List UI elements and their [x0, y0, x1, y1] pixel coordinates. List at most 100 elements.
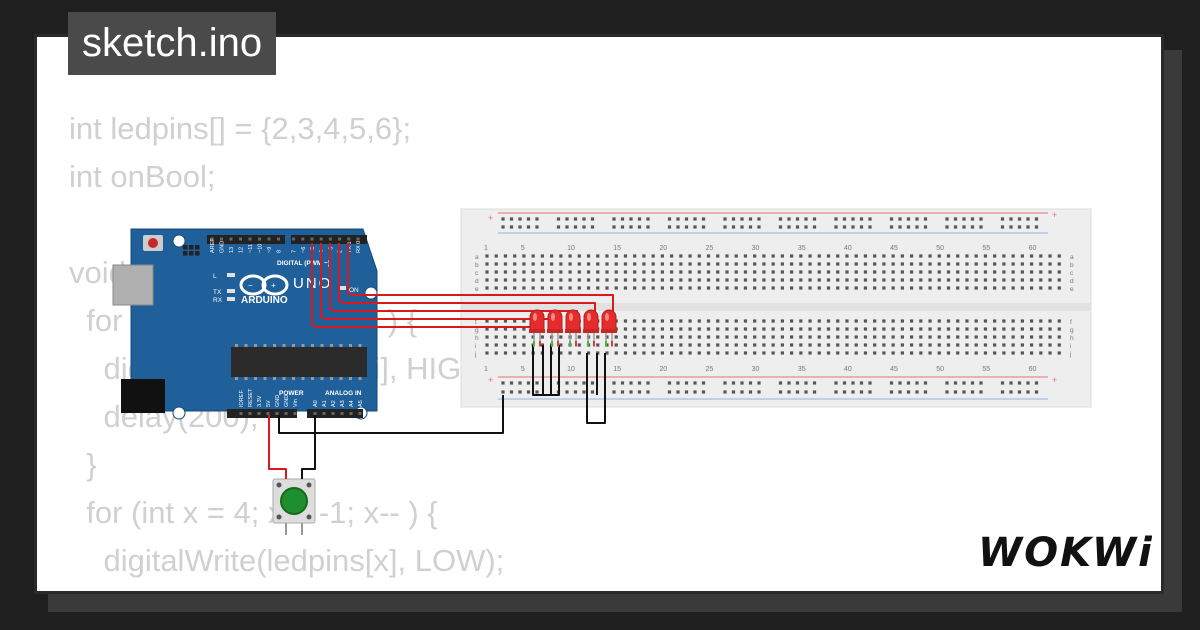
breadboard-hole — [670, 286, 674, 290]
breadboard-hole — [937, 319, 941, 323]
breadboard-hole — [660, 262, 664, 266]
breadboard-hole — [891, 335, 895, 339]
breadboard-hole — [743, 335, 748, 339]
breadboard-hole — [670, 343, 674, 347]
breadboard-hole — [1029, 286, 1034, 290]
breadboard-hole — [909, 343, 914, 347]
power-pin-label: Vin — [293, 399, 299, 407]
breadboard-hole — [854, 319, 858, 323]
breadboard-hole — [780, 335, 784, 339]
breadboard-hole — [642, 254, 646, 258]
reset-button-cap[interactable] — [148, 238, 158, 248]
breadboard-hole — [946, 335, 951, 339]
breadboard-hole — [845, 327, 849, 331]
rail-hole — [701, 217, 706, 221]
rail-hole — [740, 390, 744, 394]
on-label: ON — [349, 287, 359, 294]
breadboard-hole — [586, 351, 591, 355]
rail-hole — [970, 225, 975, 229]
digital-pin-label: GND — [220, 241, 226, 253]
breadboard-hole — [568, 270, 572, 274]
breadboard-hole — [909, 335, 914, 339]
breadboard-hole — [706, 254, 711, 258]
svg-text:−: − — [248, 281, 253, 290]
breadboard-hole — [753, 278, 757, 282]
bb-col-number: 40 — [844, 366, 852, 373]
breadboard-hole — [494, 319, 498, 323]
breadboard-hole — [900, 351, 904, 355]
rail-hole — [787, 381, 791, 385]
breadboard-hole — [1057, 270, 1061, 274]
rail-hole — [620, 390, 625, 394]
breadboard-hole — [891, 343, 895, 347]
breadboard-hole — [513, 278, 517, 282]
breadboard-hole — [716, 254, 720, 258]
breadboard-hole — [789, 319, 794, 323]
bb-col-number: 30 — [752, 245, 760, 252]
button-cap[interactable] — [280, 487, 308, 515]
breadboard-hole — [771, 270, 775, 274]
rail-hole — [667, 390, 672, 394]
bb-col-number: 10 — [567, 245, 575, 252]
breadboard-hole — [882, 270, 886, 274]
breadboard-hole — [771, 278, 775, 282]
breadboard-hole — [863, 351, 868, 355]
rail-hole — [526, 217, 531, 221]
breadboard-hole — [882, 335, 886, 339]
on-led — [339, 286, 346, 290]
breadboard-hole — [623, 351, 628, 355]
rail-hole — [612, 217, 616, 221]
rail-hole — [582, 381, 586, 385]
breadboard-hole — [799, 254, 803, 258]
rail-hole — [612, 390, 616, 394]
breadboard-hole — [946, 262, 951, 266]
breadboard-hole — [577, 278, 581, 282]
rail-hole — [573, 225, 578, 229]
breadboard-hole — [891, 351, 895, 355]
breadboard-hole — [1039, 335, 1043, 339]
breadboard-hole — [743, 270, 748, 274]
breadboard-hole — [817, 286, 821, 290]
breadboard-hole — [679, 278, 683, 282]
breadboard-hole — [965, 351, 969, 355]
breadboard-hole — [1011, 327, 1015, 331]
breadboard-hole — [753, 327, 757, 331]
breadboard-hole — [836, 327, 840, 331]
bb-col-number: 60 — [1029, 245, 1037, 252]
breadboard-hole — [503, 254, 508, 258]
rail-hole — [535, 390, 539, 394]
header-pin — [284, 412, 288, 415]
push-button[interactable] — [272, 473, 316, 535]
breadboard-hole — [836, 351, 840, 355]
rail-hole — [804, 381, 808, 385]
rail-hole — [1026, 225, 1030, 229]
rail-hole — [1000, 381, 1005, 385]
bb-col-number: 10 — [567, 366, 575, 373]
breadboard-hole — [919, 335, 923, 339]
rail-hole — [787, 217, 791, 221]
rail-hole — [612, 381, 616, 385]
breadboard-hole — [1048, 254, 1052, 258]
breadboard-hole — [642, 278, 646, 282]
header-pin — [220, 237, 223, 241]
atmega-chip — [231, 347, 367, 377]
rail-hole — [1009, 225, 1013, 229]
breadboard-hole — [679, 327, 683, 331]
chip-pin — [273, 344, 276, 347]
breadboard-hole — [670, 254, 674, 258]
rail-hole — [953, 225, 958, 229]
breadboard-hole — [540, 278, 544, 282]
chip-pin — [282, 377, 286, 380]
breadboard-hole — [836, 286, 840, 290]
rail-hole — [915, 381, 919, 385]
breadboard-hole — [651, 327, 655, 331]
breadboard-hole — [660, 335, 664, 339]
chip-pin — [254, 377, 257, 380]
breadboard-hole — [771, 327, 775, 331]
analog-header — [307, 409, 363, 418]
header-pin — [257, 412, 261, 415]
button-wire — [301, 415, 316, 479]
arduino-logo-icon: − + — [239, 274, 289, 296]
breadboard-hole — [679, 343, 683, 347]
header-pin — [349, 412, 353, 415]
